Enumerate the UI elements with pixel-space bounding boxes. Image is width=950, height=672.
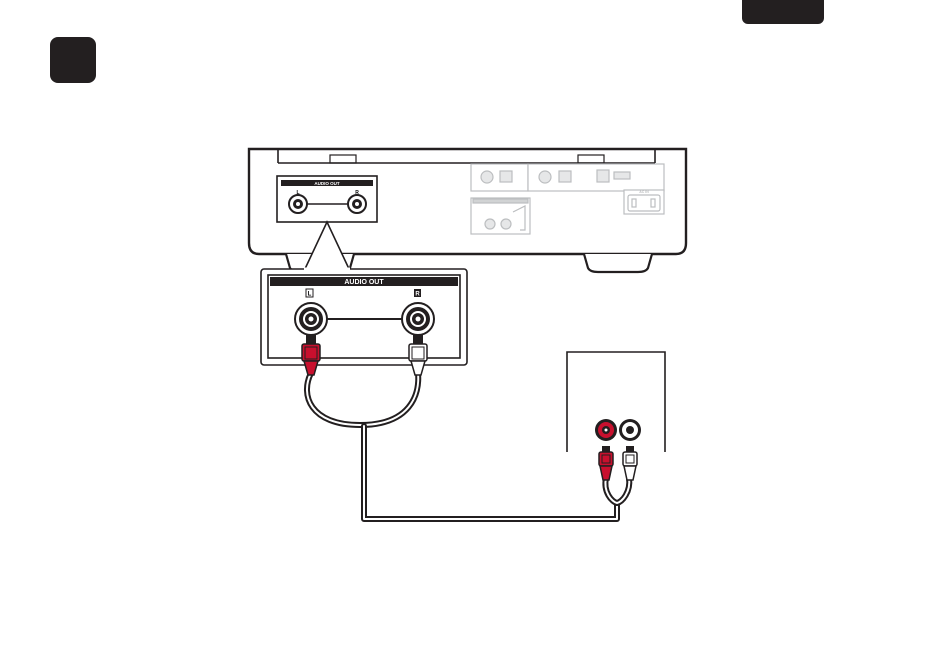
- amplifier-panel: [567, 352, 665, 452]
- rear-audio-out-label: AUDIO OUT: [314, 181, 340, 186]
- ac-in-label: AC IN: [639, 190, 649, 194]
- amplifier-right-input-jack: [595, 419, 617, 441]
- left-audio-jack: [295, 303, 327, 335]
- player-foot-right: [584, 254, 652, 272]
- svg-text:L: L: [296, 190, 299, 196]
- audio-out-title: AUDIO OUT: [344, 279, 384, 286]
- svg-text:R: R: [355, 190, 359, 196]
- right-channel-label: R: [415, 292, 420, 298]
- left-channel-label: L: [308, 292, 312, 298]
- amplifier-left-input-jack: [619, 419, 641, 441]
- audio-out-callout: AUDIO OUT L R: [261, 269, 467, 365]
- right-audio-jack: [402, 303, 434, 335]
